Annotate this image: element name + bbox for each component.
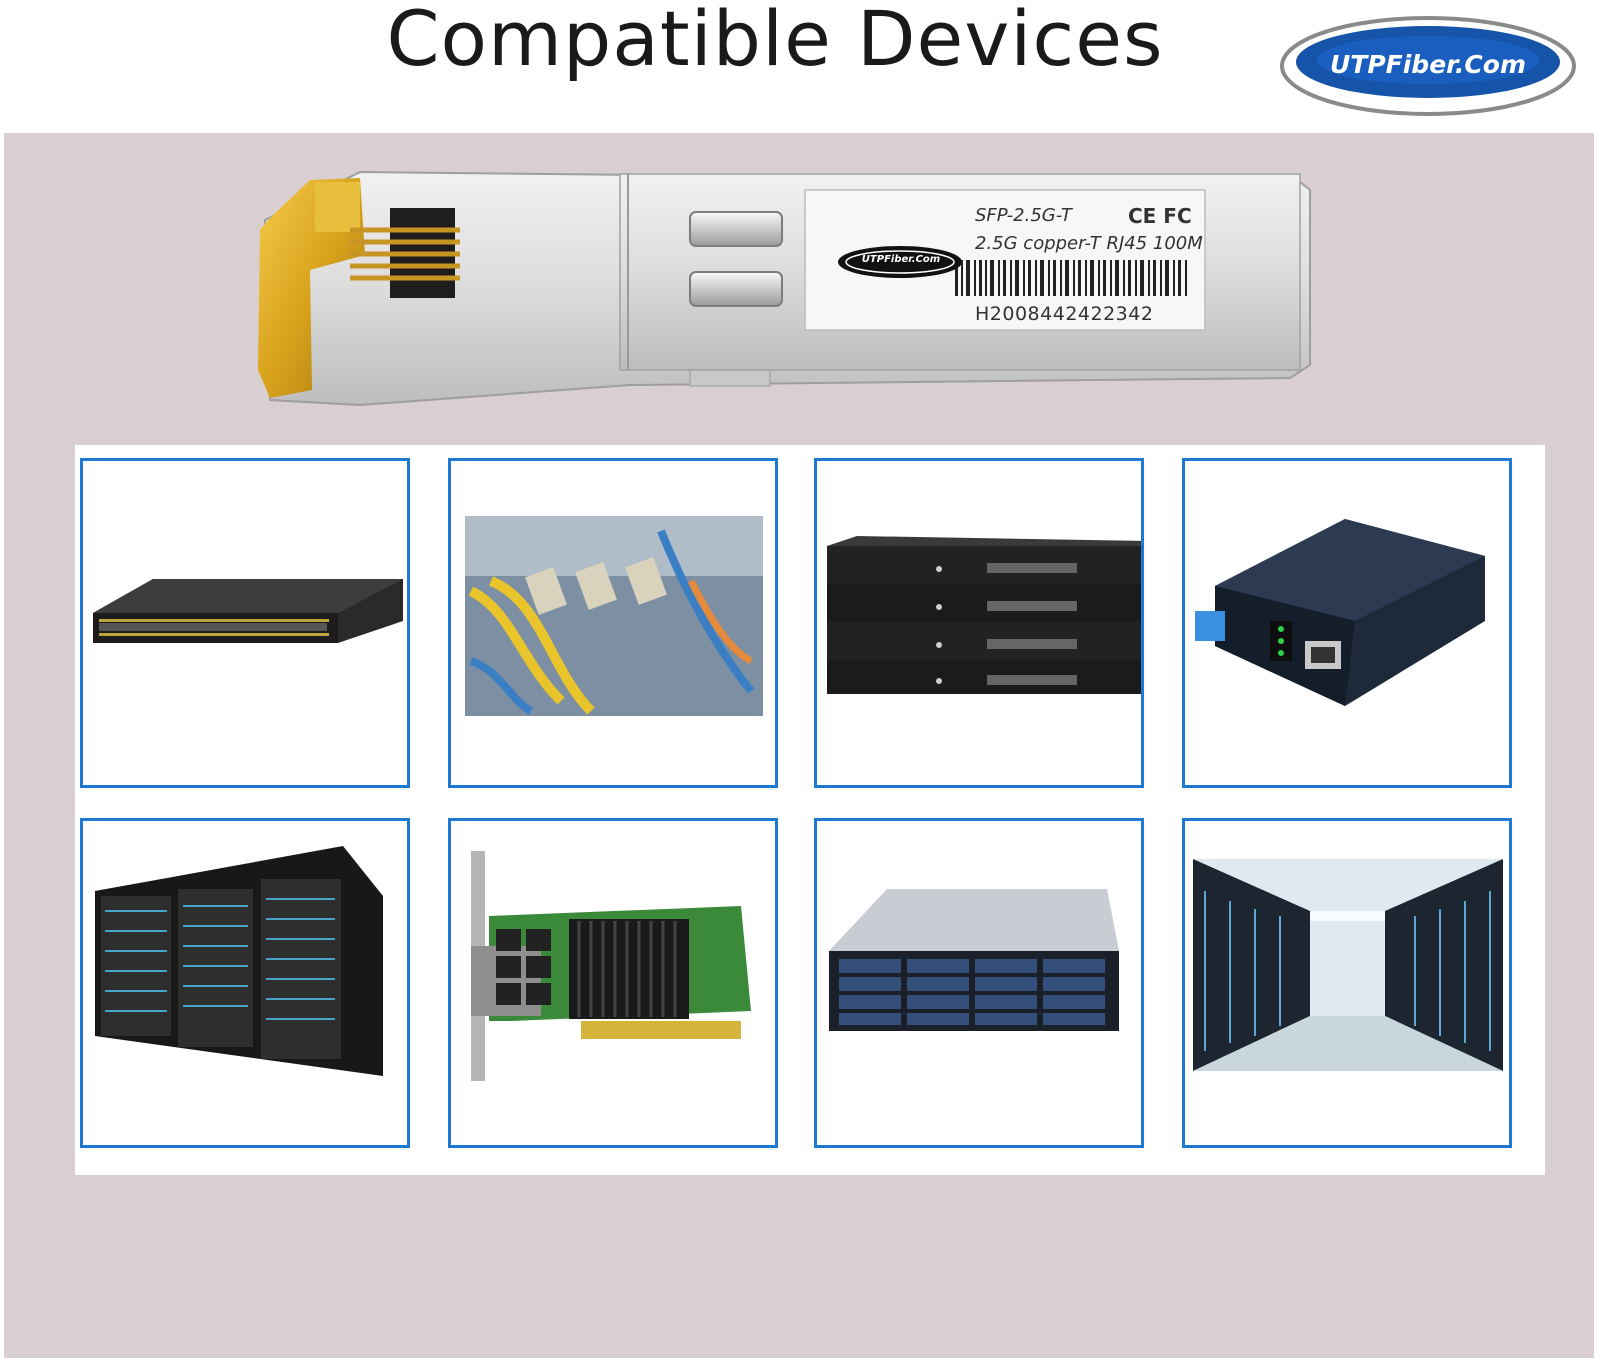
- device-tile-storage-server: [814, 818, 1144, 1148]
- device-tile-patch-panel: [448, 458, 778, 788]
- device-tile-data-center: [1182, 818, 1512, 1148]
- media-converter-image: [1195, 519, 1485, 706]
- label-logo: [838, 246, 962, 278]
- sfp-module-image: [258, 170, 1311, 407]
- page-title: Compatible Devices: [386, 0, 1164, 83]
- brand-logo-text: UTPFiber.Com: [1329, 50, 1526, 79]
- server-racks-image: [95, 846, 383, 1076]
- data-center-image: [1193, 859, 1503, 1071]
- device-tile-network-card: [448, 818, 778, 1148]
- label-serial: H2008442422342: [975, 303, 1154, 325]
- device-tile-rack-units: [814, 458, 1144, 788]
- patch-panel-image: [465, 516, 763, 716]
- device-tile-server-racks: [80, 818, 410, 1148]
- network-card-image: [471, 851, 751, 1081]
- label-model: SFP-2.5G-T: [975, 205, 1072, 226]
- brand-logo: UTPFiber.Com: [1278, 14, 1578, 118]
- network-switch-image: [93, 579, 403, 643]
- device-tile-media-converter: [1182, 458, 1512, 788]
- rack-units-image: [827, 536, 1141, 694]
- device-tile-network-switch: [80, 458, 410, 788]
- storage-server-image: [829, 889, 1119, 1031]
- label-logo-text: UTPFiber.Com: [861, 254, 941, 265]
- label-certs: CE FC: [1128, 204, 1192, 228]
- label-spec: 2.5G copper-T RJ45 100M: [975, 233, 1203, 254]
